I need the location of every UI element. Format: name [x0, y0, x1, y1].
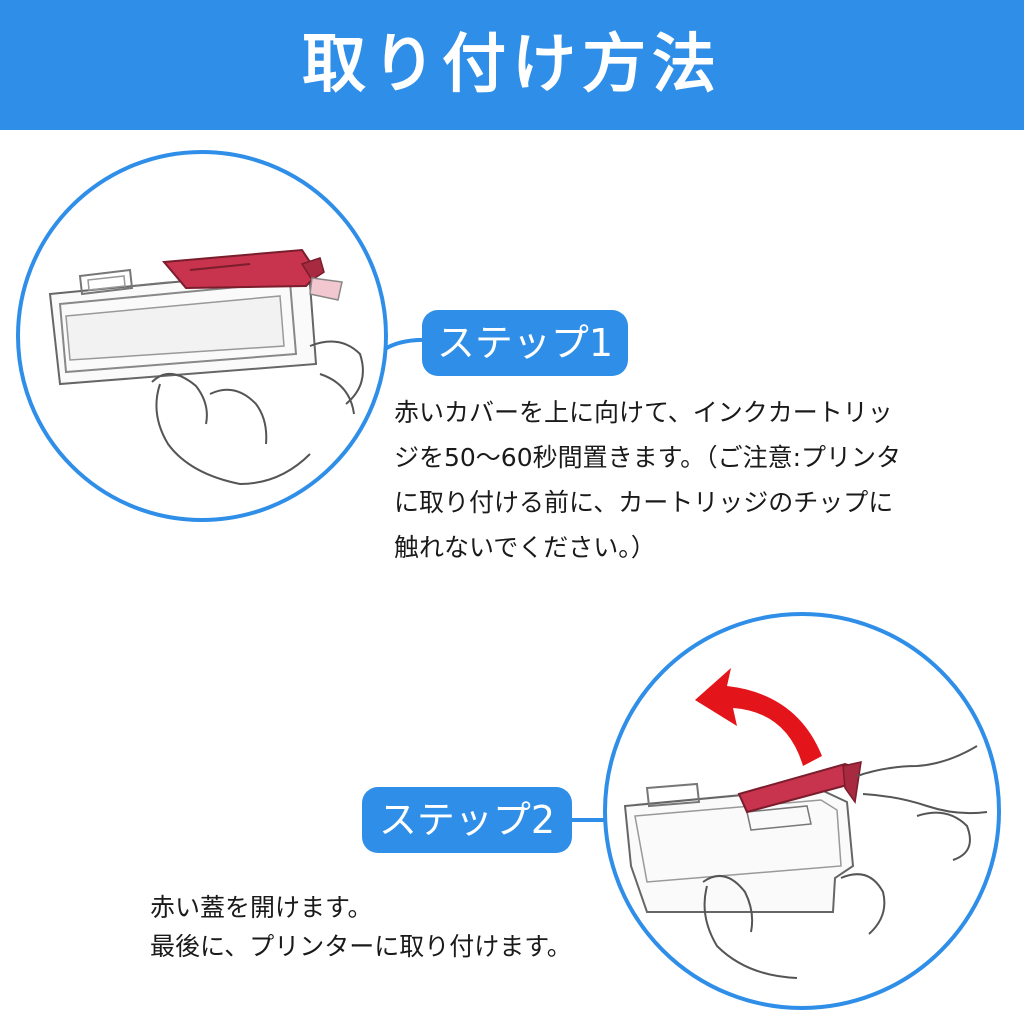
ink-cartridge-illustration — [623, 668, 988, 979]
step2-label: ステップ2 — [362, 787, 572, 853]
ink-cartridge-illustration — [48, 248, 364, 486]
step2-description: 赤い蓋を開けます。 最後に、プリンターに取り付けます。 — [150, 888, 670, 966]
page-title: 取り付け方法 — [302, 28, 722, 102]
red-arrow-icon — [695, 668, 822, 766]
step1-illustration — [16, 150, 388, 522]
step1-description: 赤いカバーを上に向けて、インクカートリッ ジを50〜60秒間置きます。（ご注意:… — [394, 390, 994, 570]
step2-line: 最後に、プリンターに取り付けます。 — [150, 932, 572, 961]
step1-label: ステップ1 — [422, 310, 628, 376]
step1-line: に取り付ける前に、カートリッジのチップに — [394, 488, 894, 517]
step2-line: 赤い蓋を開けます。 — [150, 893, 373, 922]
step2-illustration — [603, 612, 1001, 1010]
header-bar: 取り付け方法 — [0, 0, 1024, 130]
step1-line: ジを50〜60秒間置きます。（ご注意:プリンタ — [394, 443, 902, 472]
step1-line: 赤いカバーを上に向けて、インクカートリッ — [394, 398, 893, 427]
step1-line: 触れないでください。） — [394, 533, 656, 562]
